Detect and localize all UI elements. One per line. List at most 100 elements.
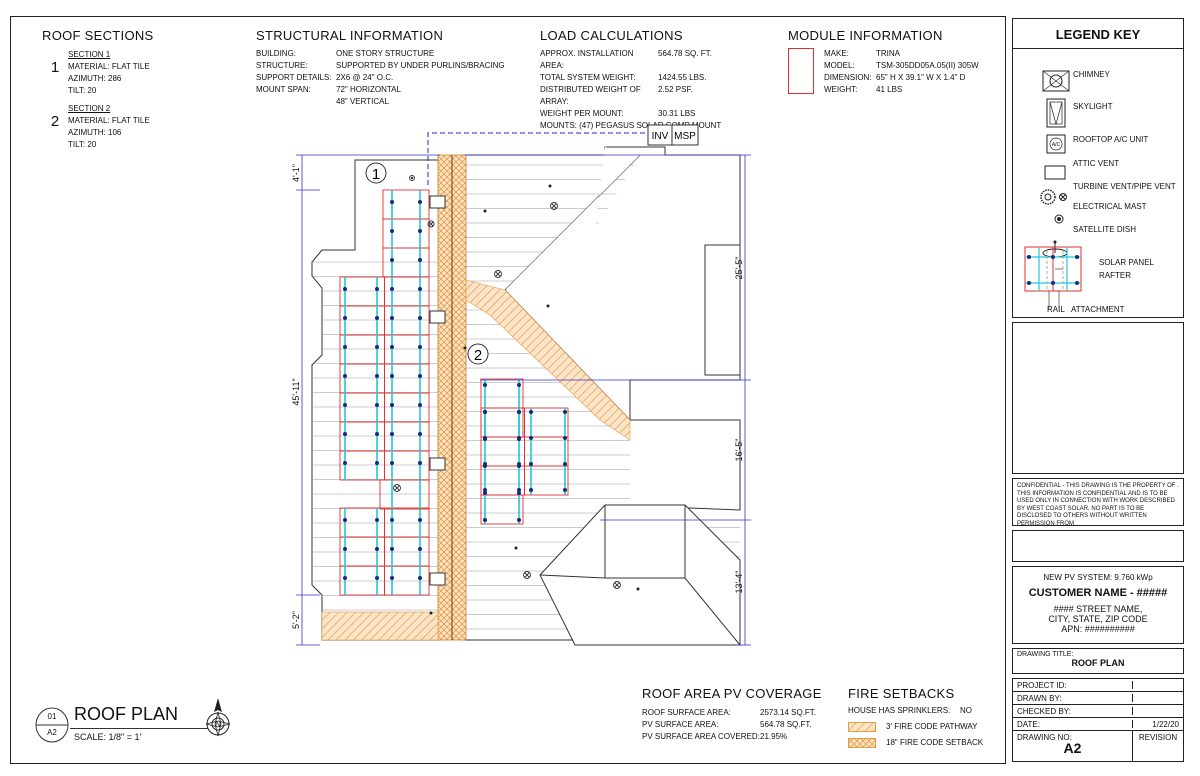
msp-box: [671, 124, 699, 146]
attachment-point: [563, 488, 567, 492]
attachment-point: [483, 383, 487, 387]
attic-vent: [429, 457, 446, 471]
drawing-number-row: DRAWING NO: A2 REVISION: [1013, 731, 1183, 761]
fire-setback-valley: [465, 279, 631, 441]
attachment-point: [343, 287, 347, 291]
drawing-no-label: DRAWING NO:: [1017, 733, 1072, 742]
load-row: WEIGHT PER MOUNT:30.31 LBS: [540, 109, 696, 118]
module-info: MODULE INFORMATION MAKE:TRINA MODEL:TSM-…: [788, 28, 998, 96]
attachment-point: [343, 432, 347, 436]
dimension-label: 16'-5": [734, 439, 744, 462]
coverage-row: PV SURFACE AREA:564.78 SQ.FT.: [642, 720, 812, 729]
attachment-point: [375, 576, 379, 580]
solar-panel-label: SOLAR PANEL: [1099, 258, 1154, 267]
attachment-point: [375, 518, 379, 522]
dimension-label: 4'-1": [291, 164, 301, 182]
attachment-point: [563, 462, 567, 466]
fire-setback-bottom: [321, 611, 439, 641]
plan-scale: SCALE: 1/8" = 1': [74, 732, 142, 742]
structural-title: STRUCTURAL INFORMATION: [256, 28, 444, 43]
attachment-point: [418, 229, 422, 233]
attachment-point: [529, 410, 533, 414]
dimension-label: 25'-5": [734, 257, 744, 280]
plan-title-rule: [70, 728, 222, 729]
structural-row: MOUNT SPAN:72" HORIZONTAL: [256, 85, 401, 94]
rafter-label: RAFTER: [1099, 271, 1131, 280]
attachment-point: [418, 547, 422, 551]
attachment-point: [375, 403, 379, 407]
attachment-point: [529, 436, 533, 440]
solar-module: [379, 479, 430, 510]
section-marker-1: [365, 162, 387, 184]
coverage-row: PV SURFACE AREA COVERED:21.95%: [642, 732, 788, 741]
attachment-point: [483, 518, 487, 522]
confidential-text: CONFIDENTIAL - THIS DRAWING IS THE PROPE…: [1017, 483, 1179, 527]
sheet-reference: A2: [47, 728, 57, 737]
blank-box: [1012, 530, 1184, 562]
plan-title: ROOF PLAN: [74, 704, 179, 724]
dimension-label: 5'-2": [291, 611, 301, 629]
pv-system-size: NEW PV SYSTEM: 9.760 kWp: [1043, 573, 1153, 582]
attachment-point: [418, 374, 422, 378]
legend-symbols: A/C: [1040, 70, 1070, 258]
ac-unit-label: A/C: [1052, 142, 1061, 148]
fire-title: FIRE SETBACKS: [848, 686, 955, 701]
attachment-point: [343, 374, 347, 378]
attachment-point: [343, 547, 347, 551]
section-marker-2: [467, 343, 489, 365]
roof-sections: ROOF SECTIONS 1 SECTION 1 MATERIAL: FLAT…: [42, 28, 212, 151]
drawing-title-label: DRAWING TITLE:: [1017, 651, 1074, 658]
attachment-point: [375, 345, 379, 349]
section-azimuth: AZIMUTH: 106: [68, 128, 122, 137]
project-id-row: PROJECT ID:: [1013, 679, 1183, 692]
customer-apn: APN: ##########: [1061, 624, 1135, 634]
load-row: APPROX. INSTALLATION AREA:564.78 SQ. FT.: [540, 49, 712, 70]
attachment-point: [390, 547, 394, 551]
customer-street: #### STREET NAME,: [1053, 604, 1143, 614]
attachment-point: [517, 488, 521, 492]
attachment-point: [390, 432, 394, 436]
attachment-point: [517, 437, 521, 441]
attachment-point: [418, 461, 422, 465]
attachment-point: [375, 547, 379, 551]
rail-label: RAIL: [1047, 305, 1065, 314]
attachment-point: [483, 491, 487, 495]
solar-panel-detail: [1024, 246, 1082, 309]
legend-item: ELECTRICAL MAST: [1073, 202, 1147, 211]
drawing-title-value: ROOF PLAN: [1071, 658, 1125, 668]
coverage-title: ROOF AREA PV COVERAGE: [642, 686, 822, 701]
attachment-point: [343, 518, 347, 522]
checked-by-row: CHECKED BY:: [1013, 705, 1183, 718]
customer-box: NEW PV SYSTEM: 9.760 kWp CUSTOMER NAME -…: [1012, 566, 1184, 644]
roof-sections-title: ROOF SECTIONS: [42, 28, 154, 43]
legend-item: TURBINE VENT/PIPE VENT: [1073, 182, 1176, 191]
legend-title: LEGEND KEY: [1013, 19, 1183, 49]
attachment-point: [563, 436, 567, 440]
pv-coverage: ROOF AREA PV COVERAGE ROOF SURFACE AREA:…: [642, 686, 842, 743]
revision-label: REVISION: [1138, 733, 1178, 742]
attachment-point: [375, 432, 379, 436]
attachment-point: [418, 576, 422, 580]
drawing-no-value: A2: [1063, 740, 1082, 756]
attachment-point: [390, 287, 394, 291]
module-row: MODEL:TSM-305DD05A.05(II) 305W: [824, 61, 979, 70]
attachment-point: [390, 374, 394, 378]
attachment-point: [343, 461, 347, 465]
attic-vent-icon: [1044, 165, 1066, 180]
legend-item: SKYLIGHT: [1073, 102, 1113, 111]
drawing-title-box: DRAWING TITLE: ROOF PLAN: [1012, 648, 1184, 674]
attachment-point: [483, 464, 487, 468]
msp-label: MSP: [674, 131, 696, 142]
sprinklers-row: HOUSE HAS SPRINKLERS:NO: [848, 706, 972, 715]
attachment-point: [529, 488, 533, 492]
structural-row: SUPPORT DETAILS:2X6 @ 24" O.C.: [256, 73, 394, 82]
sheet-bubble: [35, 707, 69, 743]
attachment-point: [418, 316, 422, 320]
section-name: SECTION 1: [68, 50, 111, 59]
legend-item: SATELLITE DISH: [1073, 225, 1136, 234]
load-calculations: LOAD CALCULATIONS APPROX. INSTALLATION A…: [540, 28, 770, 132]
dimension-label: 13'-4": [734, 571, 744, 594]
coverage-row: ROOF SURFACE AREA:2573.14 SQ.FT.: [642, 708, 817, 717]
legend-item: ATTIC VENT: [1073, 159, 1120, 168]
module-row: MAKE:TRINA: [824, 49, 900, 58]
